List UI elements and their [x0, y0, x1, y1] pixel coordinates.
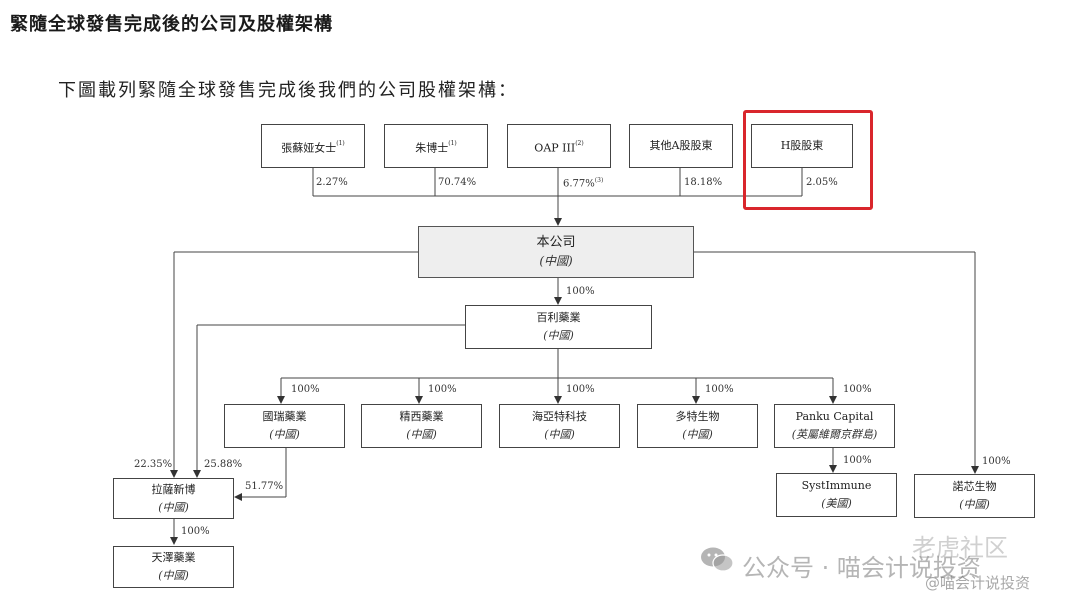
pct-oap: 6.77%(3)	[563, 177, 603, 189]
footnote-marker: (1)	[336, 139, 345, 147]
pct-lasa-company: 22.35%	[134, 459, 173, 470]
pct-nuoxin: 100%	[982, 456, 1011, 467]
entity-jurisdiction: (中國)	[269, 428, 300, 441]
guorui-box: 國瑞藥業 (中國)	[224, 404, 345, 448]
entity-name: 諾芯生物	[952, 480, 997, 493]
intro-text: 下圖載列緊隨全球發售完成後我們的公司股權架構：	[58, 80, 518, 101]
wechat-icon	[701, 547, 734, 572]
nuoxin-box: 諾芯生物 (中國)	[914, 474, 1035, 518]
tianze-box: 天澤藥業 (中國)	[113, 546, 234, 588]
pct-value: 6.77%	[563, 178, 595, 190]
pct-panku: 100%	[843, 384, 872, 395]
entity-jurisdiction: (中國)	[959, 498, 990, 511]
shareholder-name: 其他A股股東	[649, 139, 713, 152]
panku-box: Panku Capital (英屬維爾京群島)	[774, 404, 895, 448]
entity-jurisdiction: (中國)	[543, 329, 574, 342]
pct-baili: 100%	[566, 286, 595, 297]
highlight-frame	[743, 110, 873, 210]
entity-jurisdiction: (英屬維爾京群島)	[791, 428, 878, 441]
watermark-main: 公众号 · 喵会计说投资	[742, 554, 981, 582]
pct-guorui: 100%	[291, 384, 320, 395]
shareholder-name: 張蘇娅女士	[281, 141, 337, 155]
entity-name: 百利藥業	[536, 311, 581, 324]
pct-jingxi: 100%	[428, 384, 457, 395]
watermark-sub: @喵会计说投资	[925, 574, 1031, 592]
watermark-logo: 老虎社区	[912, 534, 1008, 562]
entity-jurisdiction: (中國)	[158, 569, 189, 582]
section-heading: 緊隨全球發售完成後的公司及股權架構	[10, 14, 333, 35]
shareholder-oap: OAP III(2)	[507, 124, 611, 168]
company-box: 本公司 (中國)	[418, 226, 694, 278]
entity-name: Panku Capital	[795, 410, 874, 423]
systimmune-box: SystImmune (美國)	[776, 473, 897, 517]
haiyate-box: 海亞特科技 (中國)	[499, 404, 620, 448]
entity-name: 天澤藥業	[151, 551, 196, 564]
pct-zhang: 2.27%	[316, 177, 348, 188]
shareholder-h: H股股東	[751, 124, 853, 168]
pct-other-a: 18.18%	[684, 177, 723, 188]
duote-box: 多特生物 (中國)	[637, 404, 758, 448]
pct-lasa-guorui: 51.77%	[245, 481, 284, 492]
entity-jurisdiction: (中國)	[682, 428, 713, 441]
entity-jurisdiction: (美國)	[821, 497, 852, 510]
footnote-marker: (1)	[448, 139, 457, 147]
pct-zhu: 70.74%	[438, 177, 477, 188]
pct-duote: 100%	[705, 384, 734, 395]
entity-jurisdiction: (中國)	[544, 428, 575, 441]
entity-name: 海亞特科技	[532, 410, 587, 423]
shareholder-zhu: 朱博士(1)	[384, 124, 488, 168]
shareholder-zhang: 張蘇娅女士(1)	[261, 124, 365, 168]
jingxi-box: 精西藥業 (中國)	[361, 404, 482, 448]
entity-name: 精西藥業	[399, 410, 444, 423]
entity-jurisdiction: (中國)	[539, 254, 573, 268]
entity-name: 拉薩新博	[151, 482, 196, 496]
footnote-marker: (2)	[575, 139, 584, 147]
pct-systimmune: 100%	[843, 455, 872, 466]
entity-jurisdiction: (中國)	[406, 428, 437, 441]
shareholder-other-a: 其他A股股東	[629, 124, 733, 168]
shareholder-name: OAP III	[534, 141, 576, 155]
footnote-marker: (3)	[594, 177, 604, 184]
baili-box: 百利藥業 (中國)	[465, 305, 652, 349]
entity-name: 國瑞藥業	[262, 410, 307, 423]
entity-name: SystImmune	[801, 479, 872, 492]
entity-name: 本公司	[536, 235, 576, 250]
pct-haiyate: 100%	[566, 384, 595, 395]
entity-name: 多特生物	[675, 410, 720, 423]
shareholder-name: H股股東	[780, 139, 824, 152]
lasa-box: 拉薩新博 (中國)	[113, 478, 234, 519]
shareholder-name: 朱博士	[415, 141, 449, 155]
entity-jurisdiction: (中國)	[158, 500, 189, 514]
pct-h: 2.05%	[806, 177, 838, 188]
pct-lasa-baili: 25.88%	[204, 459, 243, 470]
pct-tianze: 100%	[181, 526, 210, 537]
